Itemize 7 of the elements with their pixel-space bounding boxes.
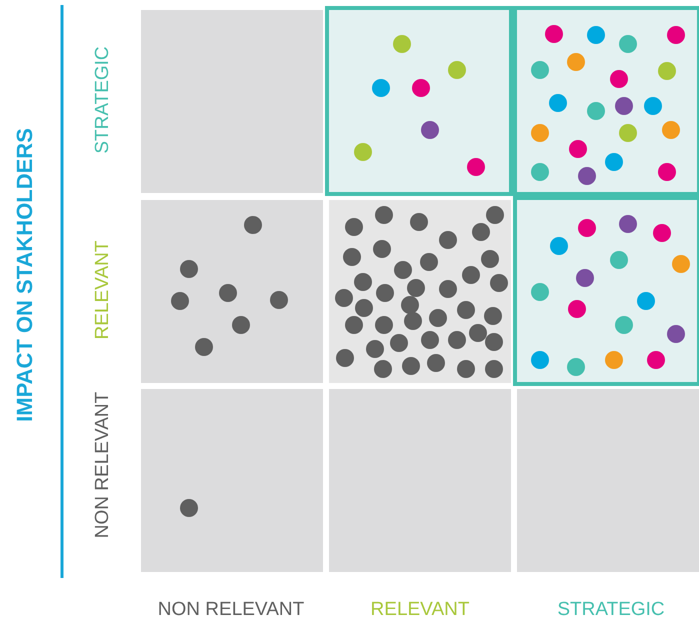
axis-category-label: RELEVANT <box>92 240 114 340</box>
axis-category-label: STRATEGIC <box>92 46 114 154</box>
axis-category-label: NON RELEVANT <box>158 599 304 621</box>
axis-title: IMPACT ON STAKHOLDERS <box>12 128 38 422</box>
axis-category-label: RELEVANT <box>370 599 470 621</box>
axis-category-label: STRATEGIC <box>557 599 665 621</box>
axis-category-label: NON RELEVANT <box>92 392 114 538</box>
